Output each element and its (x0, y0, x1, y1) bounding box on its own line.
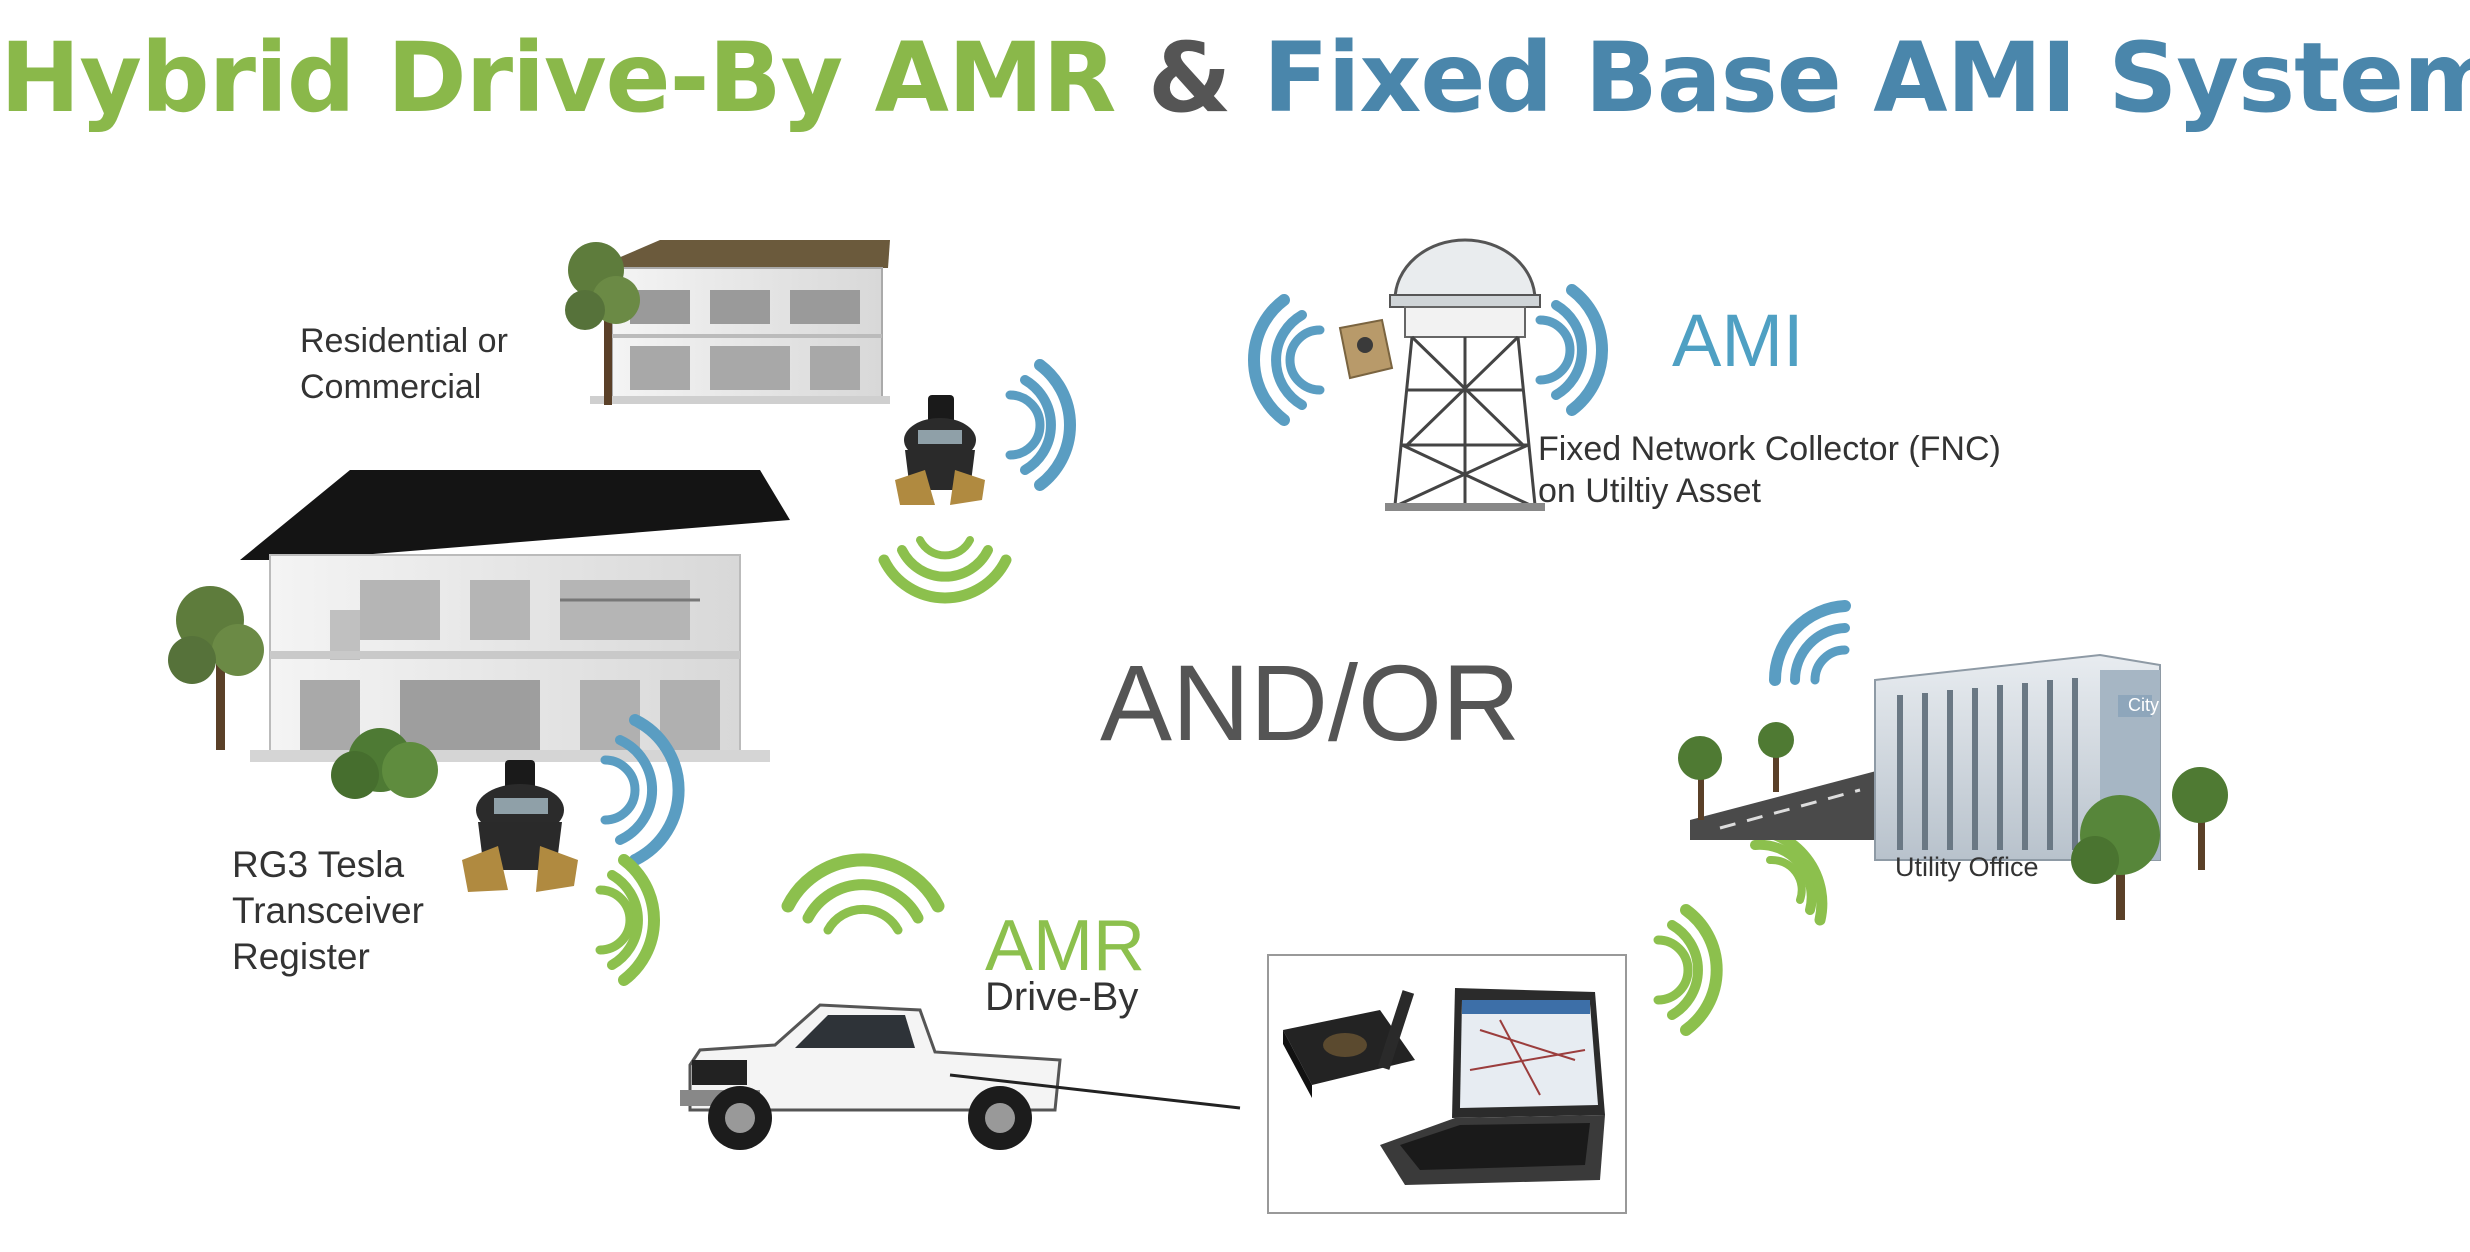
tree-icon (565, 242, 640, 405)
residential-label-line2: Commercial (300, 368, 482, 406)
receiver-box-icon (1283, 990, 1415, 1098)
fnc-label-line2: on Utiltiy Asset (1538, 472, 1761, 510)
rg3-label-line1: RG3 Tesla (232, 844, 405, 885)
residential-label-line1: Residential or (300, 322, 508, 360)
title-ami-part: Fixed Base AMI Systems (1262, 22, 2470, 134)
residential-label: Residential or Commercial (300, 318, 508, 410)
title-ampersand: & (1147, 22, 1232, 134)
rg3-label-line2: Transceiver (232, 890, 424, 931)
bush-icon (331, 728, 438, 799)
utility-office-label: Utility Office (1895, 852, 2039, 882)
signal-waves-icon (1768, 600, 1851, 686)
fnc-label: Fixed Network Collector (FNC) on Utiltiy… (1538, 428, 2001, 512)
signal-waves-icon (1248, 294, 1325, 426)
ami-label: AMI (1672, 299, 1804, 382)
signal-waves-icon (600, 714, 685, 866)
water-meter-icon (462, 760, 578, 892)
signal-waves-icon (1005, 359, 1076, 491)
water-tower-icon (1385, 238, 1545, 511)
signal-waves-icon (878, 536, 1012, 604)
antenna-cable (949, 1073, 1241, 1110)
tree-icon (1758, 722, 1794, 792)
signal-waves-icon (781, 853, 945, 935)
signal-waves-icon (595, 854, 660, 986)
laptop-icon (1380, 988, 1605, 1185)
tree-icon (1678, 736, 1722, 820)
tree-icon (168, 586, 264, 750)
signal-waves-icon (1734, 824, 1828, 926)
amr-subtitle-label: Drive-By (985, 975, 1139, 1019)
pickup-truck-icon (680, 1003, 1062, 1150)
building-sign-label: City (2128, 695, 2159, 715)
rg3-label-line3: Register (232, 936, 370, 977)
water-meter-icon (895, 395, 985, 505)
rg3-label: RG3 Tesla Transceiver Register (232, 842, 424, 980)
and-or-label: AND/OR (1100, 642, 1521, 763)
page-title: Hybrid Drive-By AMR & Fixed Base AMI Sys… (0, 22, 2470, 134)
tree-icon (2172, 767, 2228, 870)
tree-icon (2071, 795, 2160, 920)
signal-waves-icon (1535, 284, 1608, 416)
fnc-label-line1: Fixed Network Collector (FNC) (1538, 430, 2001, 468)
collector-box-icon (1338, 318, 1394, 380)
small-house-icon (590, 240, 890, 404)
signal-waves-icon (1653, 904, 1723, 1036)
title-amr-part: Hybrid Drive-By AMR (0, 22, 1116, 134)
amr-label: AMR (985, 906, 1145, 986)
large-house-icon (240, 470, 790, 762)
